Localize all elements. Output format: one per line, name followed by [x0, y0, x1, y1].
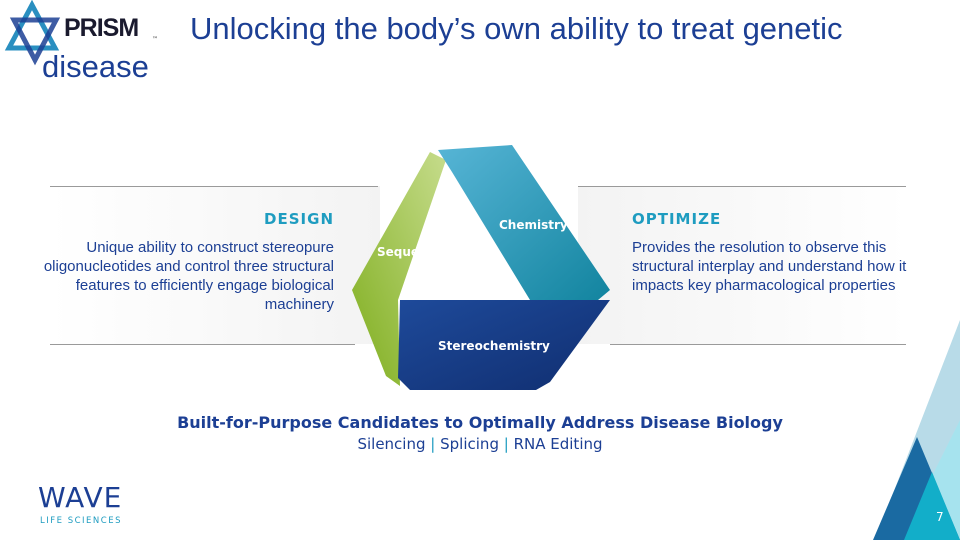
optimize-body: Provides the resolution to observe this …	[632, 239, 907, 294]
design-section: DESIGN Unique ability to construct stere…	[40, 210, 334, 314]
divider	[50, 344, 355, 345]
sequence-label: Sequence	[377, 245, 443, 259]
divider	[610, 344, 906, 345]
optimize-heading: OPTIMIZE	[632, 210, 722, 228]
page-number: 7	[936, 510, 944, 524]
wave-logo-subtitle: LIFE SCIENCES	[40, 516, 122, 526]
divider	[50, 186, 378, 187]
corner-decoration-icon	[873, 320, 960, 540]
separator: |	[503, 435, 509, 453]
item-silencing: Silencing	[357, 435, 426, 453]
prism-logo: PRISM	[64, 14, 139, 42]
tm-mark: ™	[152, 36, 158, 43]
item-rna-editing: RNA Editing	[513, 435, 603, 453]
divider	[578, 186, 906, 187]
optimize-section: OPTIMIZE Provides the resolution to obse…	[632, 210, 922, 295]
item-splicing: Splicing	[440, 435, 499, 453]
summary-headline: Built-for-Purpose Candidates to Optimall…	[177, 413, 783, 432]
sequence-segment	[352, 152, 446, 386]
left-band	[50, 186, 380, 344]
chemistry-label: Chemistry	[499, 218, 568, 232]
page-title: Unlocking the body’s own ability to trea…	[42, 11, 843, 84]
separator: |	[430, 435, 436, 453]
wave-logo: WAVE	[38, 481, 123, 514]
bottom-summary: Built-for-Purpose Candidates to Optimall…	[0, 413, 960, 454]
stereochemistry-label: Stereochemistry	[438, 339, 550, 353]
chemistry-segment	[438, 145, 610, 300]
right-band	[578, 186, 908, 344]
stereochemistry-segment	[398, 300, 610, 390]
prism-logo-icon	[4, 0, 61, 66]
design-heading: DESIGN	[264, 210, 334, 228]
design-body: Unique ability to construct stereopure o…	[43, 239, 334, 313]
